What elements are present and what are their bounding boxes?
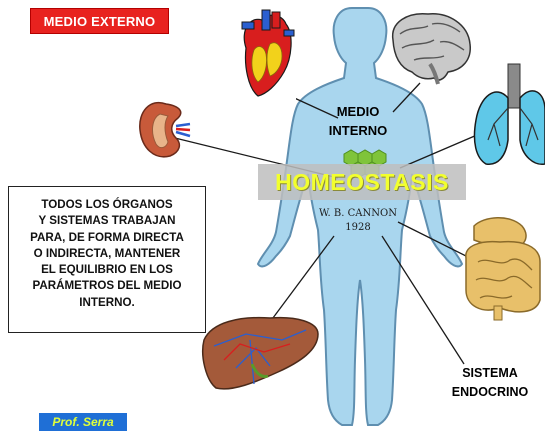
todos-line: PARA, DE FORMA DIRECTA xyxy=(30,230,184,244)
lungs-icon xyxy=(473,60,545,170)
kidney-icon xyxy=(139,101,191,158)
cannon-name: W. B. CANNON xyxy=(319,208,397,219)
intestine-icon xyxy=(465,217,541,321)
sistema-line-1: SISTEMA xyxy=(462,366,518,380)
connector-brain xyxy=(392,82,421,113)
human-body-figure xyxy=(256,7,464,426)
homeostasis-title: HOMEOSTASIS xyxy=(275,168,449,195)
cannon-credit: W. B. CANNON 1928 xyxy=(318,207,398,235)
medio-interno-label: MEDIO INTERNO xyxy=(327,102,389,140)
todos-line: INTERNO. xyxy=(79,295,135,309)
brain-icon xyxy=(392,13,471,85)
liver-icon xyxy=(202,316,319,390)
todos-line: TODOS LOS ÓRGANOS xyxy=(41,198,173,211)
body-silhouette xyxy=(256,7,464,426)
connector-lungs xyxy=(399,131,485,169)
connector-endocrine xyxy=(381,235,465,365)
connector-liver xyxy=(263,235,335,331)
todos-line: O INDIRECTA, MANTENER xyxy=(33,246,181,260)
prof-serra-badge: Prof. Serra xyxy=(39,413,127,431)
cannon-year: 1928 xyxy=(345,222,371,233)
sistema-endocrino-label: SISTEMA ENDOCRINO xyxy=(440,364,540,402)
homeostasis-band xyxy=(258,164,466,200)
sistema-line-2: ENDOCRINO xyxy=(451,385,529,399)
heart-icon xyxy=(238,8,296,100)
connector-heart xyxy=(289,95,339,119)
todos-los-organos-box: TODOS LOS ÓRGANOS Y SISTEMAS TRABAJAN PA… xyxy=(8,186,206,333)
todos-line: PARÁMETROS DEL MEDIO xyxy=(32,279,182,293)
medio-interno-line-1: MEDIO xyxy=(336,104,380,119)
connector-intestine xyxy=(397,221,471,259)
medio-interno-line-2: INTERNO xyxy=(328,123,388,138)
medio-externo-label: MEDIO EXTERNO xyxy=(30,8,169,34)
todos-line: Y SISTEMAS TRABAJAN xyxy=(38,214,176,228)
todos-line: EL EQUILIBRIO EN LOS xyxy=(41,263,173,277)
